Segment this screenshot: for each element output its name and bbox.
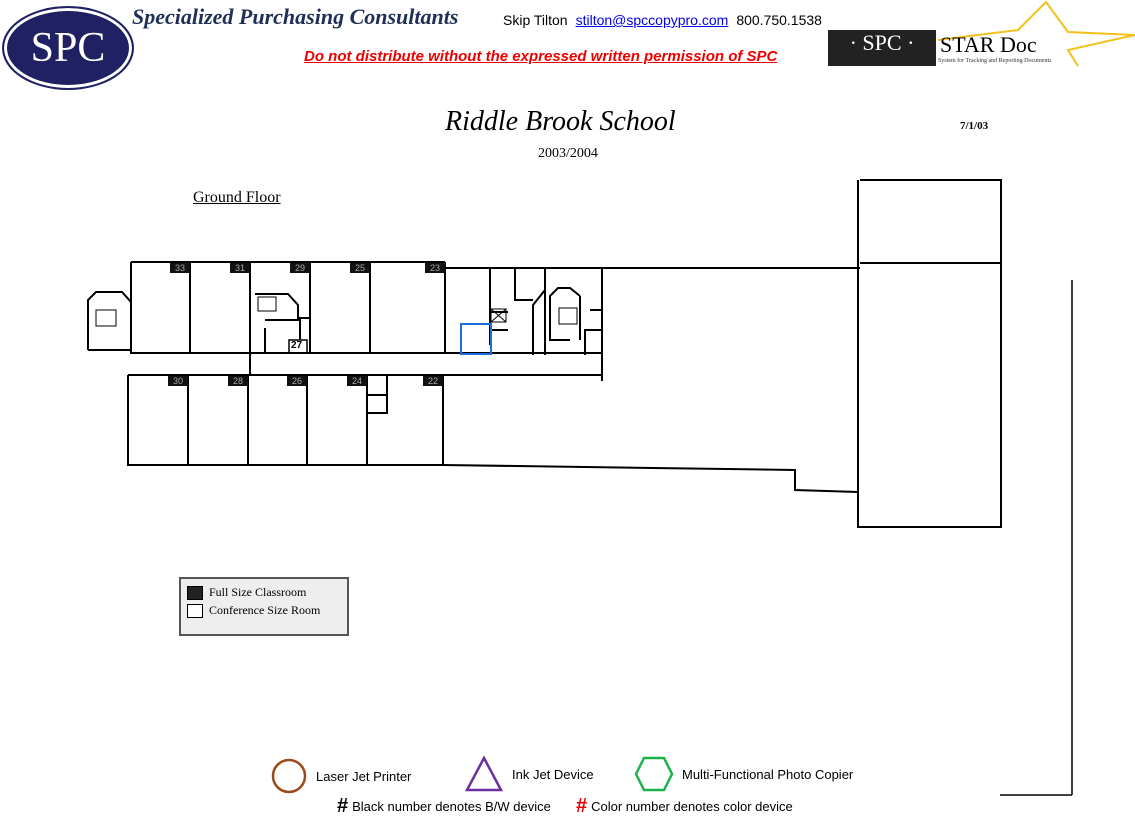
room-31: 31: [230, 263, 250, 273]
full-size-swatch-icon: [187, 585, 203, 600]
hash-red-icon: #: [576, 795, 588, 817]
contact-info: Skip Tilton stilton@spccopypro.com 800.750…: [503, 12, 822, 28]
hexagon-icon: [634, 756, 674, 792]
legend-conference: Conference Size Room: [209, 603, 321, 617]
legend-bw: #Black number denotes B/W device: [337, 795, 551, 817]
circle-icon: [271, 758, 307, 794]
company-name: Specialized Purchasing Consultants: [132, 4, 459, 29]
phone: 800.750.1538: [736, 12, 822, 28]
legend-mfp: Multi-Functional Photo Copier: [634, 755, 853, 793]
plan-year: 2003/2004: [538, 146, 598, 161]
legend-inkjet: Ink Jet Device: [464, 755, 594, 793]
conference-swatch-icon: [187, 603, 203, 618]
star-doc-logo: · SPC · STAR Doc System for Tracking and…: [828, 0, 1135, 70]
room-22: 22: [423, 376, 443, 386]
room-27: 27: [291, 340, 303, 351]
legend-laser: Laser Jet Printer: [270, 757, 411, 795]
floor-label: Ground Floor: [193, 189, 281, 206]
room-29: 29: [290, 263, 310, 273]
legend-full: Full Size Classroom: [209, 585, 307, 599]
room-30: 30: [168, 376, 188, 386]
room-24: 24: [347, 376, 367, 386]
room-26: 26: [287, 376, 307, 386]
triangle-icon: [464, 755, 504, 792]
star-tagline: System for Tracking and Reporting Docume…: [938, 58, 1052, 64]
legend-color: #Color number denotes color device: [576, 795, 793, 817]
spc-logo: SPC: [2, 6, 134, 90]
distribution-warning: Do not distribute without the expressed …: [304, 48, 778, 65]
contact-name: Skip Tilton: [503, 12, 568, 28]
room-28: 28: [228, 376, 248, 386]
plan-date: 7/1/03: [960, 120, 989, 132]
email-link[interactable]: stilton@spccopypro.com: [575, 12, 729, 28]
room-legend: Full Size Classroom Conference Size Room: [179, 577, 349, 636]
plan-title: Riddle Brook School: [445, 106, 676, 137]
hash-black-icon: #: [337, 795, 349, 817]
room-23: 23: [425, 263, 445, 273]
room-33: 33: [170, 263, 190, 273]
room-25: 25: [350, 263, 370, 273]
